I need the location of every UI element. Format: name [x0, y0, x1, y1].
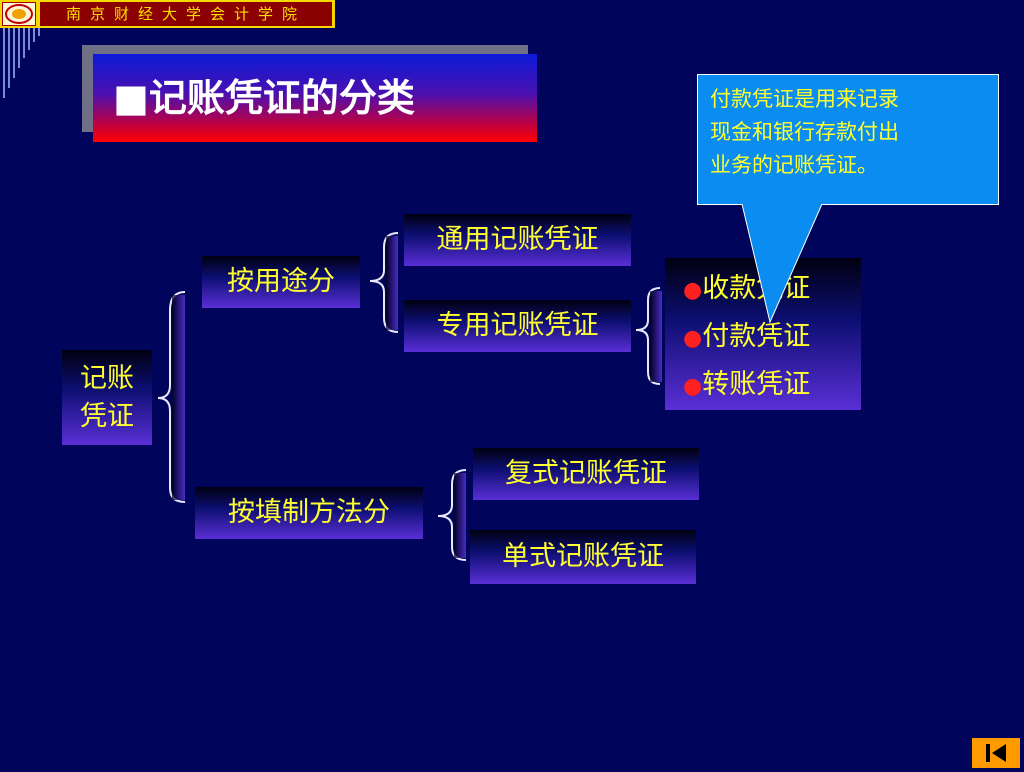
list-item: ●转账凭证 [683, 362, 861, 410]
bullet-icon: ● [683, 374, 703, 399]
list-item-label: 收款凭证 [702, 273, 811, 304]
single-voucher-node: 单式记账凭证 [470, 530, 696, 584]
by-method-node: 按填制方法分 [195, 487, 423, 539]
school-name: 南京财经大学会计学院 [40, 2, 332, 26]
first-slide-button[interactable] [972, 738, 1020, 768]
callout-note: 付款凭证是用来记录 现金和银行存款付出 业务的记账凭证。 [697, 74, 999, 205]
callout-line: 业务的记账凭证。 [710, 153, 878, 177]
special-brace [635, 287, 661, 385]
list-item: ●收款凭证 [683, 266, 861, 314]
by-use-node: 按用途分 [202, 256, 360, 308]
list-item-label: 转账凭证 [702, 369, 811, 400]
root-label-line: 凭证 [80, 401, 134, 432]
list-item: ●付款凭证 [683, 314, 861, 362]
callout-pointer [742, 203, 822, 322]
special-voucher-node: 专用记账凭证 [404, 300, 631, 352]
root-node: 记账 凭证 [62, 350, 152, 445]
main-brace-bar [172, 295, 185, 500]
general-voucher-node: 通用记账凭证 [404, 214, 631, 266]
method-brace-bar [454, 473, 466, 558]
decorative-stripes [3, 28, 40, 98]
root-label-line: 记账 [80, 363, 134, 394]
page-title: ■记账凭证的分类 [93, 54, 537, 142]
special-brace-bar [650, 291, 662, 382]
school-logo-icon [2, 2, 36, 26]
list-item-label: 付款凭证 [702, 321, 811, 352]
compound-voucher-node: 复式记账凭证 [473, 448, 699, 500]
bullet-icon: ● [683, 326, 703, 351]
main-brace [157, 291, 186, 503]
skip-to-first-icon [986, 744, 1006, 762]
use-brace [369, 232, 399, 333]
callout-line: 付款凭证是用来记录 [710, 87, 899, 111]
use-brace-bar [386, 236, 398, 330]
bullet-icon: ● [683, 278, 703, 303]
callout-line: 现金和银行存款付出 [710, 120, 899, 144]
method-brace [437, 469, 467, 561]
